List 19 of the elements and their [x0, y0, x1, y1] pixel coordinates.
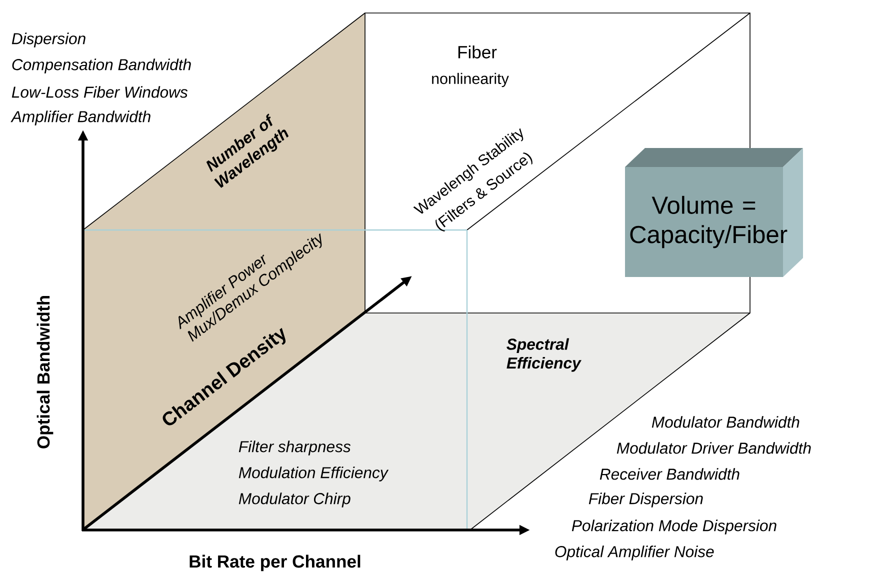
list-item: Modulator Bandwidth: [652, 416, 800, 428]
list-item: Low-Loss Fiber Windows: [12, 86, 188, 98]
list-item: Optical Amplifier Noise: [555, 546, 714, 560]
list-item: Modulator Driver Bandwidth: [616, 442, 811, 454]
axis-label: Bit Rate per Channel: [190, 554, 360, 572]
list-item: Polarization Mode Dispersion: [572, 520, 776, 534]
face-label: Filter sharpness: [238, 440, 351, 456]
face-label: Spectral Efficiency: [506, 338, 582, 372]
list-item: Compensation Bandwidth: [12, 58, 191, 74]
plane-label: Fiber: [458, 46, 497, 58]
list-item: Fiber Dispersion: [588, 492, 703, 508]
face-label: Modulation Efficiency: [238, 466, 389, 482]
volume-box: Volume = Capacity/Fiber: [625, 148, 803, 277]
axis-label: Optical Bandwidth: [36, 296, 54, 448]
face-label: Modulator Chirp: [238, 492, 350, 508]
list-item: Amplifier Bandwidth: [10, 110, 150, 126]
list-item: Dispersion: [12, 32, 86, 48]
list-item: Receiver Bandwidth: [600, 468, 740, 480]
plane-label: nonlinearity: [432, 72, 509, 88]
